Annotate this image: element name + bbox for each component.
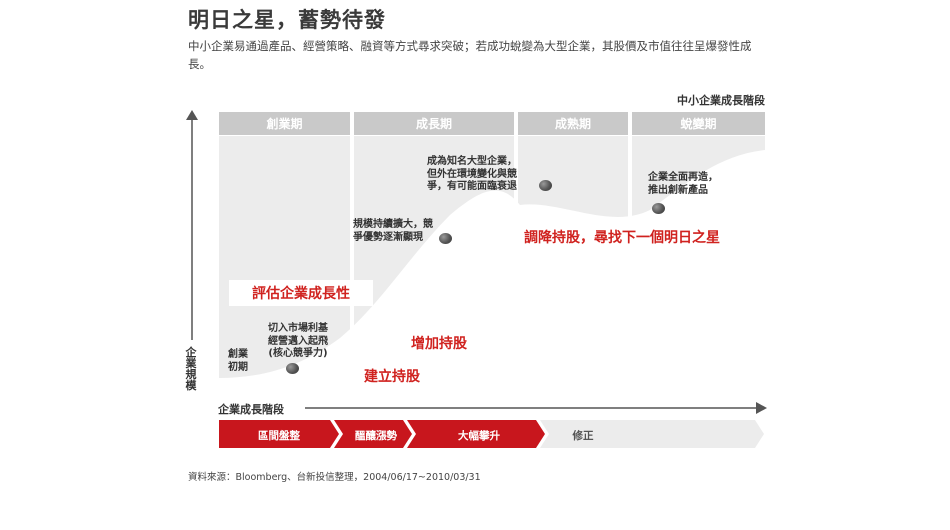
stage-label-surge: 大幅攀升 [458, 430, 500, 442]
stage-bar-brewing [334, 420, 412, 448]
milestone-startup-dot [286, 363, 299, 374]
milestone-mature-note: 成為知名大型企業， 但外在環境變化與競 爭，有可能面臨衰退 [427, 156, 517, 192]
milestone-mature-dot [539, 180, 552, 191]
milestone-niche-note: 切入市場利基 經營邁入起飛 (核心競爭力) [268, 323, 328, 359]
x-axis-arrow [756, 402, 767, 414]
milestone-expansion-note: 規模持續擴大，競 爭優勢逐漸顯現 [353, 219, 433, 243]
phase-transformation: 蛻變期 [632, 112, 765, 135]
page-subtitle: 中小企業易通過產品、經營策略、融資等方式尋求突破；若成功蛻變為大型企業，其股價及… [188, 39, 752, 71]
action-build: 建立持股 [345, 363, 439, 388]
milestone-startup-note: 創業 初期 [228, 349, 248, 373]
page-title: 明日之星，蓄勢待發 [188, 8, 386, 32]
action-increase: 增加持股 [390, 330, 488, 355]
milestone-transform-note: 企業全面再造， 推出創新產品 [648, 172, 718, 196]
stage-bar-surge [407, 420, 545, 448]
action-evaluate: 評估企業成長性 [229, 280, 373, 306]
stage-label-correction: 修正 [572, 430, 594, 442]
phase-startup: 創業期 [219, 112, 350, 135]
y-axis-label: 企業規模 [185, 346, 197, 392]
milestone-expansion-dot [439, 233, 452, 244]
phase-mature: 成熟期 [518, 112, 628, 135]
stage-label: 中小企業成長階段 [677, 94, 765, 107]
stage-bar-correction [540, 420, 764, 448]
stage-label-consolidation: 區間盤整 [258, 430, 300, 442]
source-note: 資料來源：Bloomberg、台新投信整理，2004/06/17~2010/03… [188, 472, 481, 483]
action-reduce: 調降持股，尋找下一個明日之星 [488, 224, 756, 250]
stage-bar-consolidation [219, 420, 339, 448]
y-axis-arrow [186, 110, 198, 120]
x-axis-label: 企業成長階段 [218, 403, 284, 416]
milestone-transform-dot [652, 203, 665, 214]
stage-label-brewing: 醞釀漲勢 [355, 430, 397, 442]
phase-growth: 成長期 [354, 112, 514, 135]
